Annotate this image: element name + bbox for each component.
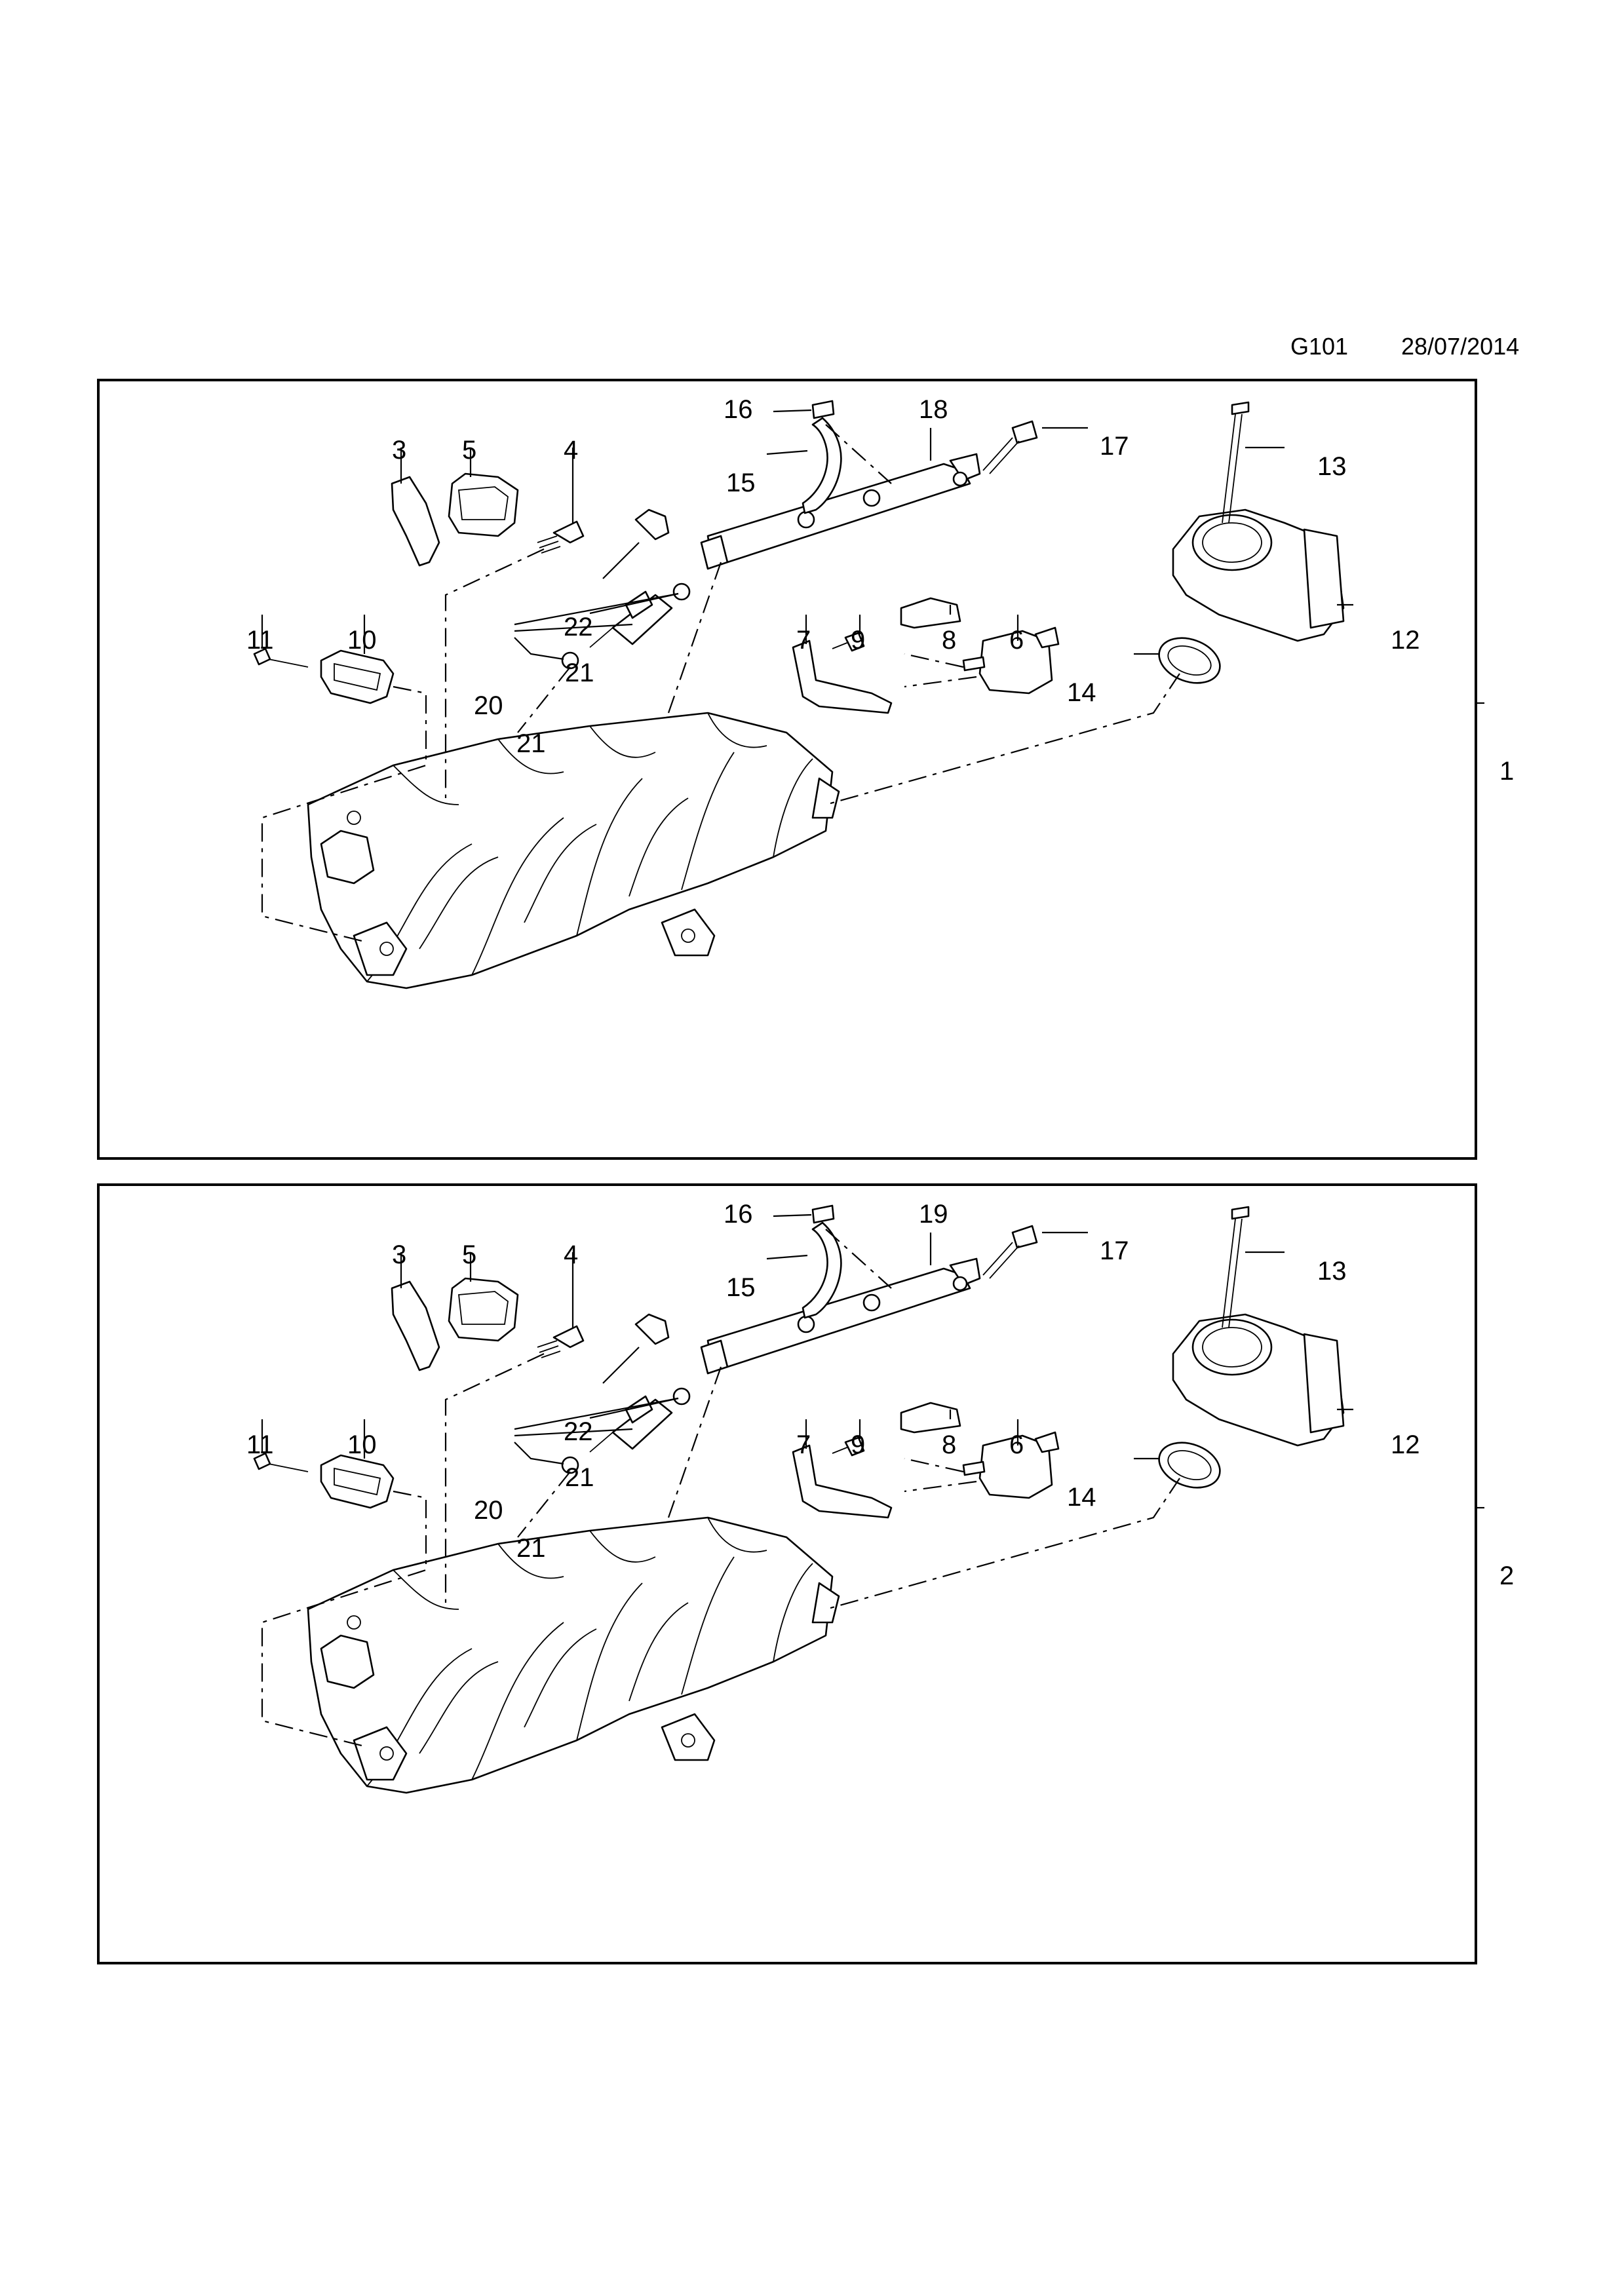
- callout-18: 18: [919, 395, 948, 424]
- callout-16: 16: [724, 1200, 753, 1229]
- callout-11: 11: [246, 626, 274, 655]
- callout-4: 4: [564, 1240, 578, 1269]
- callout-6: 6: [1009, 626, 1024, 655]
- callout-3: 3: [392, 1240, 406, 1269]
- diagram-date: 28/07/2014: [1401, 333, 1520, 360]
- callout-12: 12: [1391, 626, 1420, 655]
- callout-13: 13: [1317, 452, 1347, 481]
- callout-20: 20: [474, 1496, 503, 1525]
- callout-12: 12: [1391, 1430, 1420, 1459]
- callout-17: 17: [1100, 1236, 1129, 1265]
- diagram-code: G101: [1290, 333, 1349, 360]
- callout-4: 4: [564, 436, 578, 465]
- callout-21: 21: [516, 729, 546, 758]
- callout-labels: 3 4 5 6 7 8 9 10 11 12 13 14 15 16 17 18 20 21 21 22 3 4 5 6 7 8 9…: [246, 395, 1420, 1563]
- callout-21: 21: [516, 1534, 546, 1563]
- panel-2: 2: [97, 1183, 1514, 1964]
- callout-8: 8: [942, 626, 956, 655]
- callout-21: 21: [565, 659, 594, 687]
- variant-label: 2: [1499, 1561, 1514, 1590]
- callout-3: 3: [392, 436, 406, 465]
- callout-6: 6: [1009, 1430, 1024, 1459]
- callout-7: 7: [796, 626, 811, 655]
- callout-9: 9: [851, 1430, 865, 1459]
- callout-15: 15: [726, 1273, 756, 1302]
- callout-5: 5: [462, 436, 476, 465]
- callout-16: 16: [724, 395, 753, 424]
- callout-19: 19: [919, 1200, 948, 1229]
- callout-10: 10: [347, 1430, 377, 1459]
- callout-21: 21: [565, 1463, 594, 1492]
- callout-22: 22: [564, 613, 593, 641]
- callout-15: 15: [726, 469, 756, 497]
- callout-10: 10: [347, 626, 377, 655]
- panel-frame: [97, 1183, 1477, 1964]
- callout-22: 22: [564, 1417, 593, 1446]
- callout-20: 20: [474, 691, 503, 720]
- panel-frame: [97, 379, 1477, 1160]
- panel-1: 1: [97, 379, 1514, 1160]
- callout-13: 13: [1317, 1257, 1347, 1286]
- callout-9: 9: [851, 626, 865, 655]
- variant-label: 1: [1499, 757, 1514, 786]
- callout-5: 5: [462, 1240, 476, 1269]
- callout-7: 7: [796, 1430, 811, 1459]
- callout-14: 14: [1067, 1483, 1096, 1512]
- callout-8: 8: [942, 1430, 956, 1459]
- callout-14: 14: [1067, 678, 1096, 707]
- callout-11: 11: [246, 1430, 274, 1459]
- callout-17: 17: [1100, 432, 1129, 461]
